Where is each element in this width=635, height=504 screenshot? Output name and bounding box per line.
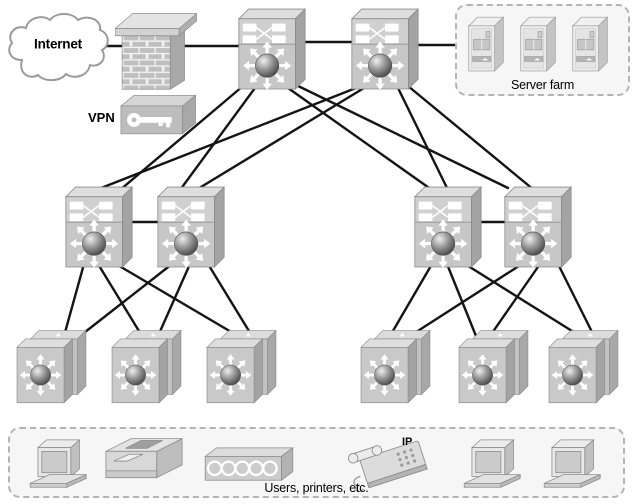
link-dist-switch-2--access-switch-3 [206,262,254,338]
workstation-icon [542,437,614,493]
users-zone: IP Users, printers, etc. [8,427,625,498]
server-farm-zone: Server farm [455,4,630,96]
workstation-icon [28,437,100,493]
server-farm-label: Server farm [510,78,575,92]
vpn-concentrator-icon [116,92,198,138]
access-switch-5-icon [454,327,538,408]
link-dist-switch-1--access-switch-2 [96,262,144,338]
link-core-switch-2--dist-switch-2 [194,86,366,192]
link-core-switch-1--dist-switch-3 [286,86,434,192]
hub-icon [200,445,298,485]
link-dist-switch-2--access-switch-1 [78,262,174,338]
link-dist-switch-3--access-switch-5 [445,262,478,338]
link-dist-switch-1--access-switch-1 [62,262,86,338]
link-dist-switch-4--access-switch-5 [488,262,542,338]
link-dist-switch-4--access-switch-4 [408,262,524,338]
link-core-switch-2--dist-switch-3 [396,86,450,192]
dist-switch-3-icon [409,183,487,273]
link-dist-switch-3--access-switch-6 [463,262,582,338]
link-core-switch-2--dist-switch-4 [406,84,536,192]
dist-switch-4-icon [499,183,577,273]
workstation-icon [462,437,534,493]
server-icon [567,14,615,78]
core-switch-2-icon [346,5,424,95]
dist-switch-1-icon [60,183,138,273]
firewall-icon [115,8,197,92]
ip-phone-label: IP [402,436,413,448]
link-dist-switch-3--access-switch-4 [388,262,434,338]
access-switch-2-icon [107,327,191,408]
ip-phone-icon: IP [347,430,439,492]
internet-cloud-icon: Internet [2,8,114,86]
internet-label: Internet [34,36,82,52]
link-core-switch-1--dist-switch-4 [292,82,510,190]
link-core-switch-1--dist-switch-2 [178,86,257,192]
access-switch-4-icon [356,327,440,408]
dist-switch-2-icon [152,183,230,273]
core-switch-1-icon [233,5,311,95]
users-label: Users, printers, etc. [264,481,369,495]
link-dist-switch-4--access-switch-6 [556,262,596,338]
server-icon [515,14,563,78]
vpn-label: VPN [88,110,115,125]
server-icon [463,14,511,78]
access-switch-6-icon [544,327,628,408]
link-dist-switch-1--access-switch-3 [114,262,240,338]
printer-icon [102,435,186,493]
access-switch-1-icon [12,327,96,408]
link-dist-switch-2--access-switch-2 [156,262,192,338]
access-switch-3-icon [202,327,286,408]
link-core-switch-2--dist-switch-1 [94,86,358,192]
